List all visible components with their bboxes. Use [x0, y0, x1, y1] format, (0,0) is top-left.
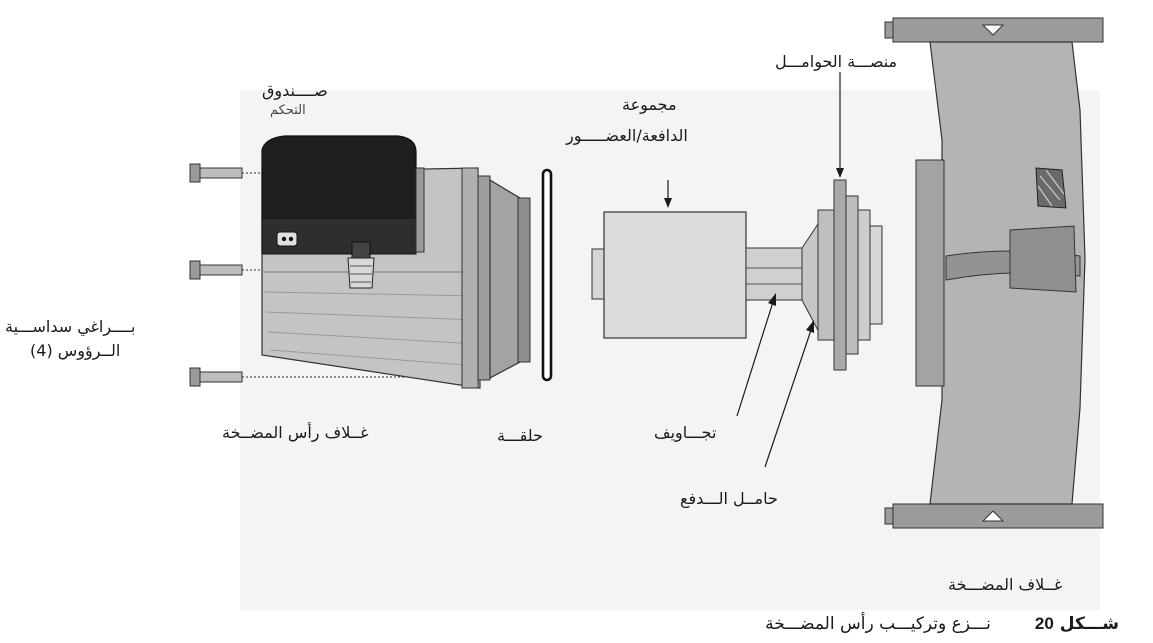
o-ring: [541, 168, 553, 382]
cavities-arrow: [736, 301, 774, 417]
leader-lines: [664, 72, 844, 468]
impeller-label-line2: الدافعة/العضـــــور: [566, 126, 688, 145]
bearing-plate: [817, 179, 883, 371]
figure-caption-word: شـــكل: [1059, 614, 1119, 634]
thrust-bearing-arrow: [764, 329, 812, 468]
pump-head-housing-label: غــلاف رأس المضــخة: [222, 423, 369, 442]
o-ring-label: حلقـــة: [497, 426, 543, 445]
hex-bolt: [189, 367, 475, 387]
cable-gland: [347, 241, 375, 289]
figure-number: 20: [1034, 614, 1054, 633]
figure-caption: شـــكل 20 نـــزع وتركيـــب رأس المضـــخة: [765, 614, 1119, 638]
hex-bolts-label-line1: بــــراغي سداســـية: [5, 317, 136, 336]
pump-housing-label: غــلاف المضـــخة: [948, 575, 1063, 594]
bearing-plate-label: منصـــة الحوامـــل: [775, 52, 898, 71]
control-box-label-line1: صــــندوق: [262, 81, 328, 100]
control-box-label-line2: التحكم: [270, 103, 306, 118]
impeller-label-line1: مجموعة: [622, 95, 677, 114]
figure-caption-text: نـــزع وتركيـــب رأس المضـــخة: [765, 614, 991, 634]
impeller-rotor-assembly: [591, 211, 823, 339]
hex-bolts-label-line2: الــرؤوس (4): [30, 341, 121, 360]
housing-flange: [489, 178, 531, 379]
thrust-bearing-label: حامــل الـــدفع: [680, 489, 778, 508]
cavities-label: تجـــاويف: [654, 423, 717, 442]
pump-housing: [884, 17, 1104, 529]
control-box: [261, 135, 425, 255]
